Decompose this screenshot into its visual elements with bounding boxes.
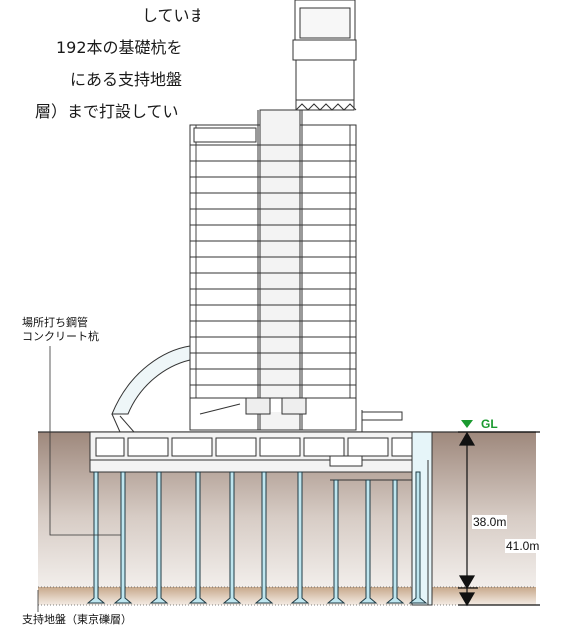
pile [222,471,242,604]
description-line-1: しています。タイム [142,6,200,25]
pile [113,471,133,604]
tower [111,0,403,433]
pile [408,471,428,604]
pile-type-line-2: コンクリート杭 [22,330,99,343]
ground-level-label: GL [481,417,498,431]
basement-structure [89,431,433,606]
description-paragraph: しています。タイム 192本の基礎杭を にある支持地盤 層）まで打設してい [0,0,200,128]
pile [188,471,208,604]
depth-dimension [458,431,540,607]
pile [326,479,346,604]
foundation-piles [86,471,428,604]
pile-type-label: 場所打ち鋼管 コンクリート杭 [22,316,99,344]
bearing-depth-label: 41.0m [505,539,541,553]
pile [149,471,169,604]
pile [290,471,310,604]
pile-callout-leader [49,346,121,536]
pile [358,479,378,604]
description-line-2: 192本の基礎杭を [56,38,183,57]
pile [385,479,405,604]
pile [86,471,106,604]
pile-depth-label: 38.0m [472,515,508,529]
description-line-4: 層）まで打設してい [35,102,179,121]
gl-marker-icon [461,420,473,428]
bearing-layer-label: 支持地盤（東京礫層） [22,613,132,626]
pile [254,471,274,604]
pile-type-line-1: 場所打ち鋼管 [22,316,88,329]
description-line-3: にある支持地盤 [70,70,183,89]
